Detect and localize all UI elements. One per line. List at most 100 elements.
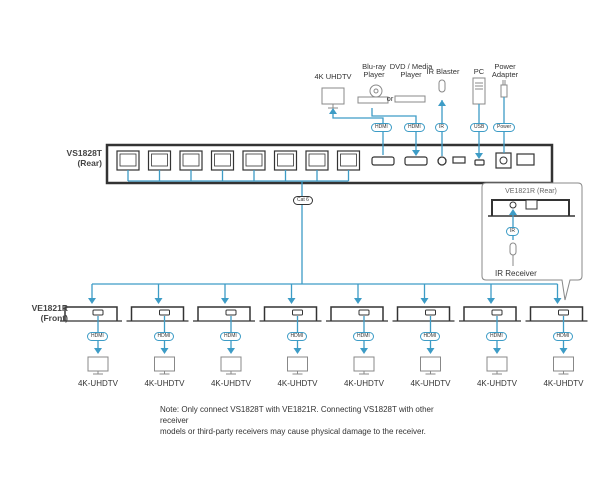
pc-tower-icon [472, 77, 486, 105]
hdmi-port-1 [371, 156, 395, 166]
tv-icon [220, 356, 242, 372]
tv-label: 4K-UHDTV [77, 379, 118, 388]
ir-receiver-icon [509, 242, 517, 256]
receiver-hdmi-port [225, 309, 237, 316]
rear-callout-box [481, 182, 583, 301]
cat6-tag: Cat 6 [293, 196, 313, 205]
bluray-player-icon [357, 96, 389, 104]
tv-label: 4K-UHDTV [410, 379, 451, 388]
dvd-label: DVD / Media Player [389, 63, 433, 79]
receiver-chassis [197, 306, 251, 321]
feed-arrow [287, 298, 296, 304]
power-jack [499, 156, 508, 165]
receiver-chassis [396, 306, 451, 321]
bluray-label-line2: Player [363, 69, 385, 79]
hdmi-tag-receiver: HDMI [552, 332, 574, 341]
dvd-cable [371, 108, 417, 152]
rear-callout-title: VE1821R (Rear) [505, 188, 557, 195]
tv-label: 4K-UHDTV [210, 379, 251, 388]
hdmi-arrow [493, 348, 501, 354]
rj45-port-inner-5 [245, 153, 263, 167]
dvd-player-icon [394, 95, 426, 103]
tv-icon [154, 356, 175, 372]
tv-label: 4K-UHDTV [476, 379, 517, 388]
power-adapter-label-line2: Adapter [491, 69, 519, 79]
feed-arrow [354, 298, 362, 304]
feed-arrow [154, 298, 163, 304]
tv-icon [287, 356, 308, 372]
receiver-hdmi-port [558, 309, 569, 316]
ir-in-port [509, 201, 517, 209]
hdmi-tag-receiver: HDMI [286, 332, 308, 341]
rj45-port-inner-1 [119, 153, 137, 167]
rj45-port-inner-4 [214, 153, 231, 167]
receiver-chassis [463, 306, 517, 321]
uhdtv-cable [332, 112, 384, 155]
rj45-port-inner-8 [340, 153, 357, 167]
receiver-label: VE1821R (Front) [8, 303, 68, 323]
receiver-unit-1 [60, 284, 122, 375]
power-adapter-icon [500, 84, 508, 98]
rj45-port-inner-7 [308, 153, 326, 167]
receiver-hdmi-port [358, 309, 370, 316]
usb-tag: USB [470, 123, 489, 132]
power-switch [516, 153, 535, 166]
ir-receiver-label: IR Receiver [495, 269, 537, 278]
uhdtv-icon [321, 87, 345, 105]
hdmi-arrow [94, 348, 102, 354]
hdmi-arrow [227, 348, 235, 354]
ir-tag-receiver: IR [506, 227, 519, 236]
receiver-unit-2 [126, 284, 189, 375]
power-adapter-label-line1: Power [494, 62, 516, 71]
note-line-2: models or third-party receivers may caus… [160, 426, 426, 436]
rj45-port-inner-2 [151, 153, 168, 167]
power-tag: Power [493, 123, 516, 132]
receiver-unit-4 [259, 284, 322, 375]
hdmi-tag-receiver: HDMI [353, 332, 374, 341]
receiver-side: (Front) [40, 313, 68, 324]
receiver-hdmi-port [92, 309, 104, 316]
hdmi-tag-receiver: HDMI [486, 332, 507, 341]
tv-icon [486, 356, 508, 372]
feed-arrow [487, 298, 495, 304]
hdmi-arrow [426, 348, 435, 354]
tv-label: 4K-UHDTV [144, 379, 185, 388]
receiver-hdmi-port [159, 309, 170, 316]
receiver-name: VE1821R [31, 303, 68, 313]
transmitter-side: (Rear) [77, 158, 102, 169]
hdmi-tag-receiver: HDMI [419, 332, 441, 341]
tv-label: 4K-UHDTV [543, 379, 584, 388]
hdmi-tag-receiver: HDMI [87, 332, 108, 341]
receiver-chassis [263, 306, 318, 321]
ir-tag-blaster: IR [435, 123, 448, 132]
rj45-port-inner-6 [277, 153, 294, 167]
receiver-chassis [529, 306, 584, 321]
feed-arrow [88, 298, 96, 304]
bluray-disc-icon [369, 84, 383, 98]
ir-blaster-icon [438, 79, 446, 93]
receiver-chassis [330, 306, 384, 321]
hdmi-port-2 [404, 156, 428, 166]
rj45-in-port [525, 199, 538, 210]
tv-icon [87, 356, 109, 372]
hdmi-tag-uhdtv: HDMI [371, 123, 392, 132]
receiver-chassis [130, 306, 185, 321]
receiver-unit-5 [326, 284, 388, 375]
ir-port [437, 156, 447, 166]
hdmi-tag-receiver: HDMI [153, 332, 175, 341]
feed-arrow [420, 298, 429, 304]
rj45-port-inner-3 [182, 153, 200, 167]
tv-icon [553, 356, 574, 372]
feed-arrow [221, 298, 229, 304]
hdmi-arrow [360, 348, 368, 354]
or-label: or [386, 94, 394, 103]
tv-icon [420, 356, 441, 372]
receiver-unit-3 [193, 284, 255, 375]
uhdtv-label: 4K UHDTV [314, 72, 352, 81]
receiver-hdmi-port [491, 309, 503, 316]
receiver-unit-7 [459, 284, 521, 375]
tv-label: 4K-UHDTV [343, 379, 384, 388]
warning-note: Note: Only connect VS1828T with VE1821R.… [160, 405, 460, 437]
hdmi-arrow [559, 348, 568, 354]
hdmi-arrow [160, 348, 169, 354]
